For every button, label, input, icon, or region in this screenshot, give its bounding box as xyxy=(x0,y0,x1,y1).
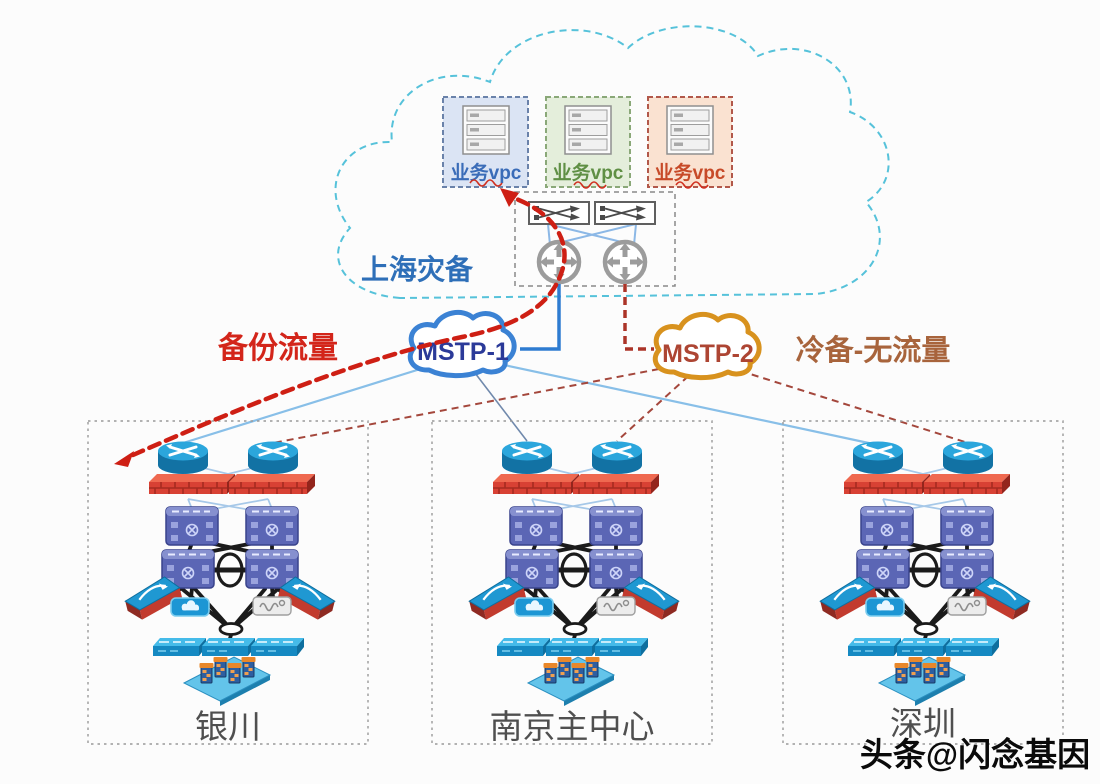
site-box xyxy=(431,420,713,745)
mstp2-to-shenzhen-link xyxy=(705,359,969,444)
backup-traffic-path xyxy=(130,195,567,458)
core-switch-icon xyxy=(594,201,656,225)
mstp2-to-nanjing-link xyxy=(616,359,707,442)
server-stack-icon xyxy=(462,105,510,155)
site-shenzhen: 深圳 xyxy=(782,420,1064,745)
mstp1-to-shenzhen-link xyxy=(461,354,879,447)
arrowhead-up-icon xyxy=(500,188,519,207)
arrowhead-down-icon xyxy=(114,451,134,467)
mstp1-cloud xyxy=(407,309,517,379)
cold-backup-label: 冷备-无流量 xyxy=(796,334,951,367)
vpc-label: 业务vpc xyxy=(451,161,522,184)
site-label: 南京主中心 xyxy=(490,708,655,745)
mstp2-label: MSTP-2 xyxy=(662,340,754,368)
squiggle-underline xyxy=(469,179,503,187)
vpc-box-orange: 业务vpc xyxy=(647,96,733,189)
vpc-box-blue: 业务vpc xyxy=(442,96,529,188)
shanghai-dr-label: 上海灾备 xyxy=(361,253,474,285)
mstp2-cloud xyxy=(652,311,762,381)
core-equipment-box xyxy=(514,191,676,287)
site-nanjing: 南京主中心 xyxy=(431,420,713,745)
watermark: 头条@闪念基因 xyxy=(860,736,1090,773)
vpc-box-green: 业务vpc xyxy=(545,96,631,189)
core-router-icon xyxy=(605,242,645,282)
site-label: 深圳 xyxy=(890,705,956,742)
squiggle-underline xyxy=(573,181,607,189)
site-label: 银川 xyxy=(195,708,261,745)
site-box xyxy=(782,420,1064,745)
site-yinchuan: 银川 xyxy=(87,420,369,745)
squiggle-underline xyxy=(675,181,709,189)
server-stack-icon xyxy=(666,105,714,155)
backup-traffic-label: 备份流量 xyxy=(218,331,338,365)
vpc-label: 业务vpc xyxy=(655,161,726,184)
mstp2-to-yinchuan-link xyxy=(272,359,707,444)
switch-router-bowtie-links xyxy=(547,223,637,246)
vpc-label: 业务vpc xyxy=(553,161,624,184)
router-to-mstp2-link xyxy=(623,284,654,351)
mstp1-to-yinchuan-link xyxy=(182,354,463,445)
shanghai-dr-cloud xyxy=(334,25,890,300)
site-box xyxy=(87,420,369,745)
backup-traffic-arrow xyxy=(114,188,567,467)
server-stack-icon xyxy=(564,105,612,155)
router-to-mstp1-link xyxy=(520,284,561,351)
mstp1-label: MSTP-1 xyxy=(417,338,509,366)
